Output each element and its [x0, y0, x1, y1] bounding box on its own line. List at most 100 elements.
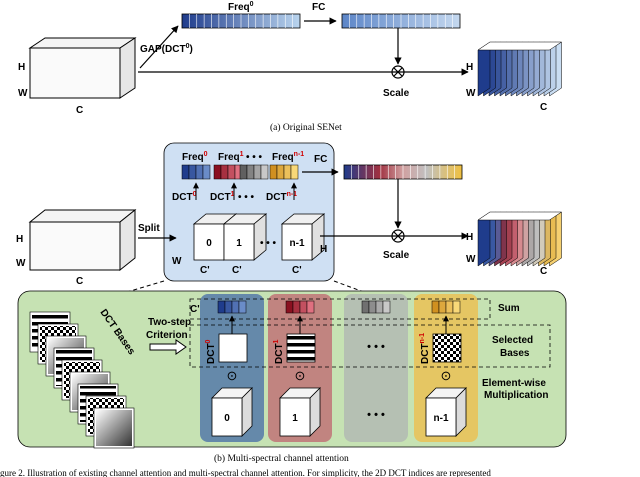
split-w-label: W	[172, 256, 182, 267]
output-c-label-b: C	[540, 266, 547, 277]
cube-face	[279, 397, 311, 437]
channel-vector-cell	[299, 300, 308, 314]
channel-vector-cell	[361, 300, 370, 314]
freq-labels-b: Freq0 Freq1• • • Freqn-1	[182, 151, 304, 163]
split-h-label: H	[320, 244, 327, 255]
sum-label: Sum	[498, 303, 520, 314]
fc-label-a: FC	[312, 2, 325, 13]
caption-b: (b) Multi-spectral channel attention	[214, 453, 349, 464]
cube-label: n-1	[290, 238, 305, 249]
freq-segment	[195, 164, 204, 180]
freq-segment	[213, 164, 222, 180]
odot-icon: ⊙	[227, 368, 238, 383]
freq-segment	[220, 164, 229, 180]
attention-vector-b-dividers	[351, 165, 455, 179]
output-h-label-a: H	[466, 62, 473, 73]
channel-vector-cell	[217, 300, 226, 314]
output-c-label-a: C	[540, 102, 547, 113]
output-feature-cube-a	[477, 41, 563, 97]
detail-column-bg	[344, 294, 408, 442]
odot-icon: ⊙	[441, 368, 452, 383]
column-ellipsis: • • •	[367, 341, 385, 353]
channel-vector-cell	[375, 300, 384, 314]
basis-image	[218, 333, 248, 363]
freq0-label-a: Freq0	[228, 1, 254, 13]
input-c-label-a: C	[76, 105, 83, 116]
cube-face	[425, 397, 457, 437]
dct-label: • • •	[238, 192, 255, 203]
channel-vector-cell	[285, 300, 294, 314]
freq-segment	[181, 164, 190, 180]
freq-label: Freq0	[182, 151, 208, 163]
scale-label-b: Scale	[383, 250, 410, 261]
detail-connector-right	[333, 280, 381, 299]
gap-label: GAP(DCT0)	[140, 43, 193, 55]
channel-vector-cell	[431, 300, 440, 314]
dct-labels-b: DCT0 DCT1• • • DCTn-1	[172, 182, 297, 203]
cube-face	[281, 223, 313, 261]
odot-icon: ⊙	[295, 368, 306, 383]
freq-segment	[227, 164, 236, 180]
freq-label: Freq1	[218, 151, 244, 163]
figure-caption-footer: gure 2. Illustration of existing channel…	[0, 468, 491, 477]
input-w-label-a: W	[18, 88, 28, 99]
cprime-label: C'	[232, 265, 242, 276]
two-step-label-2: Criterion	[146, 330, 188, 341]
cube-top	[477, 211, 563, 221]
elementwise-label-1: Element-wise	[482, 378, 546, 389]
cube-face	[223, 223, 255, 261]
channel-vector-cell	[438, 300, 447, 314]
panel-a: H W C GAP(DCT0) Freq0 FC Scale H W C (a)…	[18, 1, 563, 133]
gap-arrow	[139, 25, 179, 69]
channel-vector-cell	[445, 300, 454, 314]
attention-vector-dividers	[349, 14, 453, 28]
split-ellipsis: • • •	[260, 238, 277, 249]
cube-face	[211, 397, 243, 437]
cube-top	[477, 41, 563, 51]
freq-vector-b	[181, 164, 299, 180]
column-dct-label: DCT1	[273, 339, 285, 364]
freq-segment	[260, 164, 269, 180]
input-c-label-b: C	[76, 276, 83, 287]
channel-vector-cell	[224, 300, 233, 314]
dct-bases-stack	[29, 311, 135, 449]
cube-label: 0	[206, 238, 212, 249]
output-h-label-b: H	[466, 232, 473, 243]
input-h-label-a: H	[18, 62, 25, 73]
dct-label: DCT1	[210, 191, 235, 203]
channel-vector-cell	[292, 300, 301, 314]
column-dct-label: DCTn-1	[419, 333, 431, 364]
channel-vector-cell	[382, 300, 391, 314]
caption-a: (a) Original SENet	[270, 122, 342, 133]
basis-image	[286, 333, 316, 363]
freq0-vector-dividers	[189, 14, 293, 28]
cprime-label: C'	[292, 265, 302, 276]
freq-segment	[290, 164, 299, 180]
cprime-label: C'	[200, 265, 210, 276]
freq-label: Freqn-1	[272, 151, 304, 163]
selected-label-1: Selected	[492, 335, 533, 346]
channel-vector-cell	[368, 300, 377, 314]
two-step-label-1: Two-step	[148, 317, 191, 328]
channel-vector-cell	[306, 300, 315, 314]
selected-bases-dashed-box	[189, 324, 551, 368]
freq-segment	[239, 164, 248, 180]
freq-segment	[188, 164, 197, 180]
channel-vector-cell	[452, 300, 461, 314]
freq-label: • • •	[246, 152, 263, 163]
input-feature-cube-b	[28, 208, 137, 272]
channel-vector-cell	[238, 300, 247, 314]
output-w-label-a: W	[466, 88, 476, 99]
cube-index-label: n-1	[434, 413, 449, 424]
column-dct-label: DCT0	[205, 339, 217, 364]
freq-segment	[276, 164, 285, 180]
split-label: Split	[138, 223, 160, 234]
output-feature-cube-b	[477, 211, 563, 267]
dct-label: DCTn-1	[266, 191, 297, 203]
basis-image	[432, 333, 462, 363]
freq-segment	[246, 164, 255, 180]
elementwise-label-2: Multiplication	[484, 390, 548, 401]
dct-label: DCT0	[172, 191, 197, 203]
